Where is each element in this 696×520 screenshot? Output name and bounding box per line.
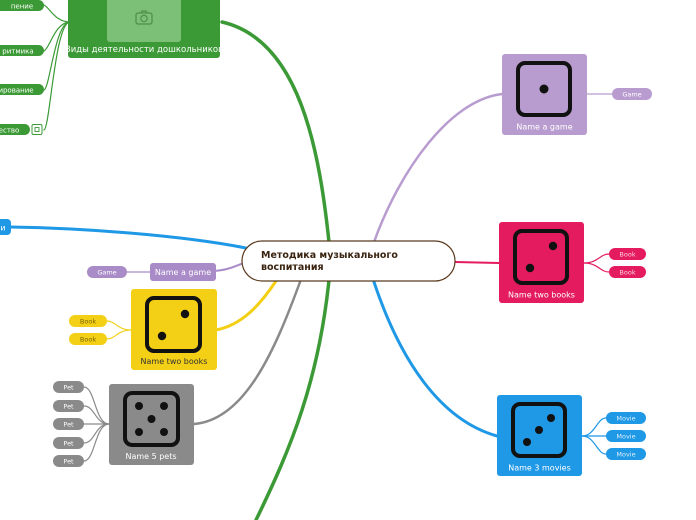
connector-yellow — [214, 279, 278, 332]
green-topic-title: Виды деятельности дошкольников — [65, 45, 223, 55]
pink-child-label: Book — [619, 251, 635, 259]
pink-child-pill[interactable] — [609, 266, 646, 278]
connector-green-down — [254, 268, 332, 520]
green-child-pill[interactable] — [0, 0, 44, 11]
gray-child-pill[interactable] — [53, 381, 84, 393]
connector-pink — [454, 261, 500, 264]
gray-branch[interactable]: Name 5 pets Pet Pet Pet Pet Pet — [53, 381, 194, 467]
gray-child-pill[interactable] — [53, 437, 84, 449]
yellow-child-label: Book — [80, 318, 96, 326]
gray-child-label: Pet — [63, 440, 74, 448]
yellow-child-label: Book — [80, 336, 96, 344]
green-child-pill[interactable] — [0, 45, 44, 56]
connector-yellow-child — [106, 320, 132, 331]
connector-blue-left — [8, 225, 248, 250]
pink-title: Name two books — [508, 291, 575, 300]
gray-child-pill[interactable] — [53, 455, 84, 467]
blue-right-title: Name 3 movies — [508, 464, 571, 473]
gray-title: Name 5 pets — [125, 452, 176, 461]
blue-left-pill[interactable] — [0, 219, 11, 235]
connector-gray-child — [83, 423, 110, 462]
gray-child-label: Pet — [63, 458, 74, 466]
connector-green — [220, 20, 332, 254]
gray-child-label: Pet — [63, 403, 74, 411]
purple-left-child-pill[interactable] — [87, 266, 127, 278]
blue-right-branch[interactable]: Name 3 movies Movie Movie Movie — [497, 395, 646, 476]
blue-right-child-label: Movie — [616, 433, 635, 441]
connector-blue-right-child — [581, 435, 607, 455]
green-child-label: пение — [11, 3, 33, 11]
pink-child-pill[interactable] — [609, 248, 646, 260]
blue-left-label: и — [0, 224, 5, 233]
connector-gray-child — [83, 386, 110, 425]
blue-right-child-pill[interactable] — [606, 448, 646, 460]
blue-right-child-pill[interactable] — [606, 412, 646, 424]
connector-blue-right-child — [581, 417, 607, 437]
gray-child-label: Pet — [63, 421, 74, 429]
purple-right-branch[interactable]: Name a game Game — [502, 54, 652, 135]
dice-three-icon — [511, 402, 567, 458]
central-topic-line2: воспитания — [261, 262, 324, 273]
image-placeholder[interactable] — [107, 0, 181, 42]
green-child-label: ирование — [0, 87, 34, 95]
connector-purple-left — [213, 261, 247, 272]
connector-green-child — [43, 21, 71, 91]
central-topic-box[interactable] — [241, 240, 456, 282]
dice-one-icon — [516, 61, 572, 117]
camera-icon — [135, 10, 153, 25]
blue-right-child-label: Movie — [616, 415, 635, 423]
connector-yellow-child — [106, 329, 132, 340]
purple-right-child-pill[interactable] — [612, 88, 652, 100]
gray-child-pill[interactable] — [53, 418, 84, 430]
blue-left-branch[interactable]: и — [0, 219, 11, 235]
blue-right-child-pill[interactable] — [606, 430, 646, 442]
yellow-branch[interactable]: Name two books Book Book — [69, 289, 217, 370]
purple-left-child-label: Game — [97, 269, 116, 277]
green-branch[interactable]: Виды деятельности дошкольников — [65, 0, 223, 58]
blue-right-child-label: Movie — [616, 451, 635, 459]
central-topic[interactable]: Методика музыкального воспитания — [241, 240, 456, 282]
expand-icon[interactable] — [31, 124, 43, 135]
purple-left-topic[interactable] — [150, 263, 216, 281]
purple-right-title: Name a game — [516, 123, 572, 132]
connector-green-child — [43, 21, 71, 131]
connector-pink-child — [583, 262, 610, 273]
connector-purple-right — [372, 92, 504, 244]
purple-right-child-label: Game — [622, 91, 641, 99]
pink-child-label: Book — [619, 269, 635, 277]
dice-two-icon — [145, 296, 202, 353]
green-child-label: ритмика — [2, 48, 33, 56]
yellow-child-pill[interactable] — [69, 333, 107, 345]
pink-branch[interactable]: Name two books Book Book — [499, 222, 646, 303]
purple-left-title: Name a game — [155, 268, 211, 277]
connectors — [8, 4, 613, 520]
dice-five-icon — [123, 391, 180, 447]
yellow-child-pill[interactable] — [69, 315, 107, 327]
purple-left-branch[interactable]: Name a game Game — [87, 263, 216, 281]
connector-blue-right — [372, 280, 499, 438]
gray-child-label: Pet — [63, 384, 74, 392]
yellow-title: Name two books — [141, 357, 208, 366]
connector-green-child — [43, 4, 71, 23]
gray-child-pill[interactable] — [53, 400, 84, 412]
connector-gray — [192, 280, 302, 426]
green-child-pill[interactable] — [0, 84, 44, 95]
green-child-label: ество — [0, 127, 19, 135]
dice-two-icon — [513, 229, 569, 285]
green-child-pill[interactable] — [0, 124, 30, 135]
green-children: пение ритмика ирование ество — [0, 0, 44, 135]
connector-pink-child — [583, 253, 610, 264]
central-topic-line1: Методика музыкального — [261, 250, 398, 261]
